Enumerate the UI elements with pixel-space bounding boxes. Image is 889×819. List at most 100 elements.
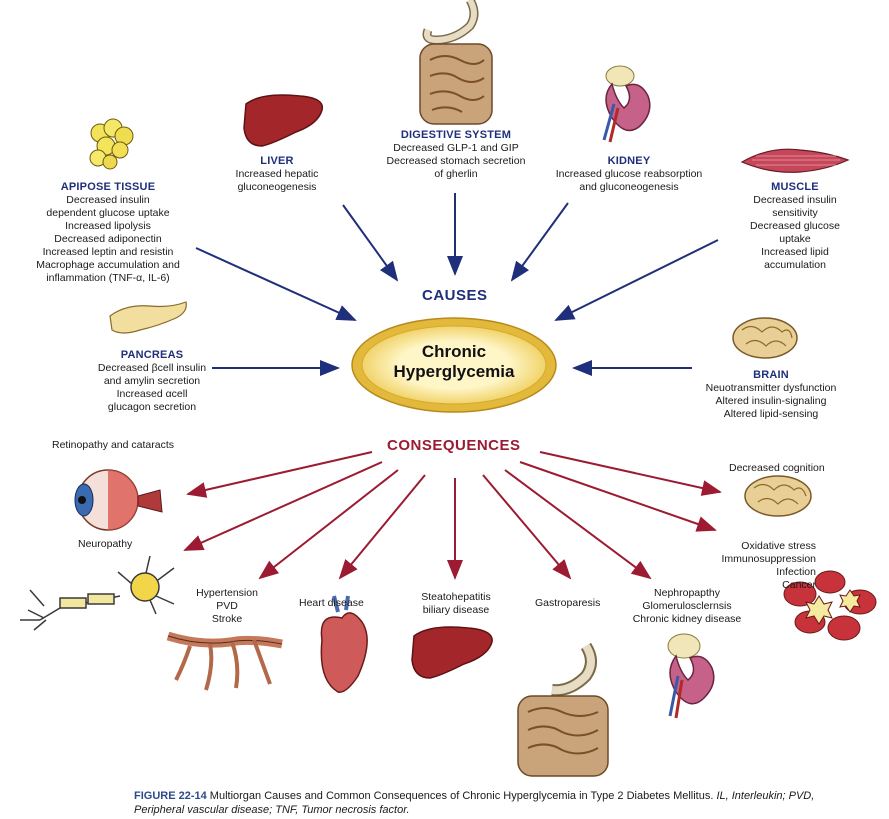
cause-title: APIPOSE TISSUE xyxy=(60,181,156,193)
consequence-line: Cancer xyxy=(782,579,816,591)
cause-line: Increased leptin and resistin xyxy=(42,246,174,258)
cause-line: sensitivity xyxy=(772,207,818,219)
cause-title: MUSCLE xyxy=(771,181,819,193)
cause-line: Decreased GLP-1 and GIP xyxy=(393,142,519,154)
consequence-arrows xyxy=(183,451,722,580)
cause-line: Decreased glucose xyxy=(750,220,840,232)
cause-pancreas: PANCREAS Decreased βcell insulin and amy… xyxy=(84,349,220,414)
consequence-line: PVD xyxy=(216,600,238,612)
consequence-neuropathy: Neuropathy xyxy=(78,538,133,550)
digestive-system-icon-bottom xyxy=(517,642,609,777)
liver-icon-top xyxy=(243,94,324,147)
consequence-retinopathy: Retinopathy and cataracts xyxy=(52,439,174,451)
muscle-icon xyxy=(740,148,850,173)
pancreas-icon xyxy=(109,301,187,334)
cause-line: Increased lipolysis xyxy=(65,220,151,232)
cause-line: Increased αcell xyxy=(116,388,188,400)
consequence-heart-disease: Heart disease xyxy=(299,597,364,609)
cause-adipose-tissue: APIPOSE TISSUE Decreased insulin depende… xyxy=(22,181,194,285)
kidney-icon-top xyxy=(602,65,651,143)
cause-line: Altered insulin-signaling xyxy=(715,395,827,407)
cause-line: and amylin secretion xyxy=(103,375,201,387)
figure-number: FIGURE 22-14 xyxy=(134,790,207,802)
arrow-kidney xyxy=(510,202,569,282)
digestive-system-icon-top xyxy=(419,0,493,125)
arrow-nephro xyxy=(504,469,652,580)
consequence-oxidative-stress: Oxidative stress Immunosuppression Infec… xyxy=(700,540,816,592)
arrow-retinopathy xyxy=(186,451,373,498)
adipose-tissue-icon xyxy=(89,118,134,170)
cause-line: inflammation (TNF-α, IL-6) xyxy=(46,272,170,284)
arrow-neuropathy xyxy=(183,461,383,551)
arrow-hypertension xyxy=(258,469,399,580)
cause-line: glucagon secretion xyxy=(107,401,197,413)
arrow-cognition xyxy=(539,451,722,496)
consequence-line: Immunosuppression xyxy=(721,553,816,565)
cause-line: Altered lipid-sensing xyxy=(723,408,819,420)
cause-title: LIVER xyxy=(260,155,294,167)
brain-icon-bottom xyxy=(744,475,812,517)
cause-liver: LIVER Increased hepatic gluconeogenesis xyxy=(222,155,332,194)
consequence-line: Oxidative stress xyxy=(741,540,816,552)
cause-arrows xyxy=(195,193,719,376)
cause-line: dependent glucose uptake xyxy=(46,207,170,219)
cause-line: of gherlin xyxy=(434,168,478,180)
consequence-steatohepatitis: Steatohepatitis biliary disease xyxy=(408,591,504,617)
arrow-muscle xyxy=(554,239,719,321)
causes-heading: CAUSES xyxy=(422,287,488,304)
arrow-liver xyxy=(342,204,399,282)
consequence-line: Steatohepatitis xyxy=(421,591,491,603)
cause-line: Decreased insulin xyxy=(753,194,837,206)
cause-line: Decreased βcell insulin xyxy=(97,362,207,374)
cause-title: BRAIN xyxy=(753,369,789,381)
center-line-1: Chronic xyxy=(421,342,487,361)
cause-title: KIDNEY xyxy=(607,155,651,167)
consequence-line: Stroke xyxy=(211,613,243,625)
arrow-gastro xyxy=(482,474,572,580)
cause-line: Macrophage accumulation and xyxy=(36,259,180,271)
consequence-line: Glomerulosclernsis xyxy=(642,600,732,612)
consequence-nephropathy: Nephropapthy Glomerulosclernsis Chronic … xyxy=(622,587,752,626)
center-line-2: Hyperglycemia xyxy=(393,362,515,381)
cause-line: Increased lipid xyxy=(761,246,829,258)
figure-caption: FIGURE 22-14 Multiorgan Causes and Commo… xyxy=(134,789,854,817)
neuron-icon xyxy=(20,555,175,631)
cause-line: Neuotransmitter dysfunction xyxy=(705,382,837,394)
consequence-gastroparesis: Gastroparesis xyxy=(535,597,601,609)
cause-line: gluconeogenesis xyxy=(237,181,317,193)
cause-title: DIGESTIVE SYSTEM xyxy=(400,129,512,141)
brain-icon-top xyxy=(732,317,798,359)
cause-line: Decreased stomach secretion xyxy=(386,155,526,167)
consequences-heading: CONSEQUENCES xyxy=(387,437,521,454)
consequence-line: biliary disease xyxy=(422,604,490,616)
cause-line: accumulation xyxy=(764,259,826,271)
liver-icon-bottom xyxy=(411,626,493,679)
consequence-line: Nephropapthy xyxy=(654,587,720,599)
heart-icon xyxy=(320,595,368,693)
figure-abbreviations: IL, Interleukin; PVD, Peripheral vascula… xyxy=(134,790,815,816)
cause-line: and gluconeogenesis xyxy=(579,181,679,193)
eye-icon xyxy=(74,469,163,531)
arrow-adipose xyxy=(195,247,357,321)
cause-brain: BRAIN Neuotransmitter dysfunction Altere… xyxy=(686,369,856,421)
cause-title: PANCREAS xyxy=(120,349,184,361)
arrow-oxidative xyxy=(519,461,717,532)
center-label: Chronic Hyperglycemia xyxy=(351,342,557,382)
figure-caption-text: Multiorgan Causes and Common Consequence… xyxy=(206,790,717,802)
consequence-line: Infection xyxy=(776,566,816,578)
cause-line: Increased hepatic xyxy=(235,168,319,180)
consequence-line: Hypertension xyxy=(196,587,258,599)
cause-muscle: MUSCLE Decreased insulin sensitivity Dec… xyxy=(736,181,854,272)
consequence-line: Chronic kidney disease xyxy=(632,613,742,625)
blood-cells-icon xyxy=(783,570,877,641)
arrow-heart xyxy=(338,474,426,580)
cause-line: uptake xyxy=(779,233,811,245)
cause-digestive-system: DIGESTIVE SYSTEM Decreased GLP-1 and GIP… xyxy=(376,129,536,181)
center-ring xyxy=(351,317,557,413)
kidney-icon-bottom xyxy=(667,633,715,719)
cause-line: Decreased adiponectin xyxy=(54,233,162,245)
consequence-hypertension: Hypertension PVD Stroke xyxy=(186,587,268,626)
blood-vessel-icon xyxy=(166,631,283,691)
cause-kidney: KIDNEY Increased glucose reabsorption an… xyxy=(540,155,718,194)
